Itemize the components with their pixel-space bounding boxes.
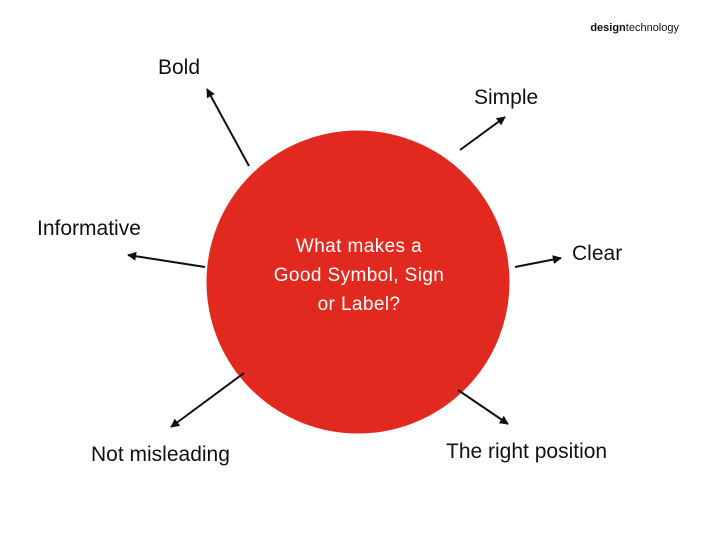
brand-technology: technology (625, 22, 679, 34)
label-bold: Bold (158, 56, 201, 79)
label-right-position: The right position (446, 440, 608, 463)
brand-design: design (590, 22, 626, 34)
arrow-right-position (457, 389, 509, 425)
label-simple: Simple (474, 86, 539, 109)
arrow-clear (514, 255, 562, 268)
arrow-informative (127, 251, 206, 268)
label-informative: Informative (37, 217, 141, 240)
center-question-line-3: or Label? (317, 294, 401, 315)
label-not-misleading: Not misleading (91, 443, 230, 466)
arrow-bold (206, 88, 250, 167)
label-clear: Clear (572, 242, 623, 265)
arrow-simple (459, 116, 506, 151)
center-question: What makes a Good Symbol, Sign or Label? (244, 232, 474, 319)
arrow-not-misleading (170, 372, 245, 428)
brand-logo: designtechnology (590, 21, 679, 35)
center-circle (206, 130, 510, 434)
center-question-line-1: What makes a (295, 236, 423, 257)
center-question-line-2: Good Symbol, Sign (273, 265, 445, 286)
